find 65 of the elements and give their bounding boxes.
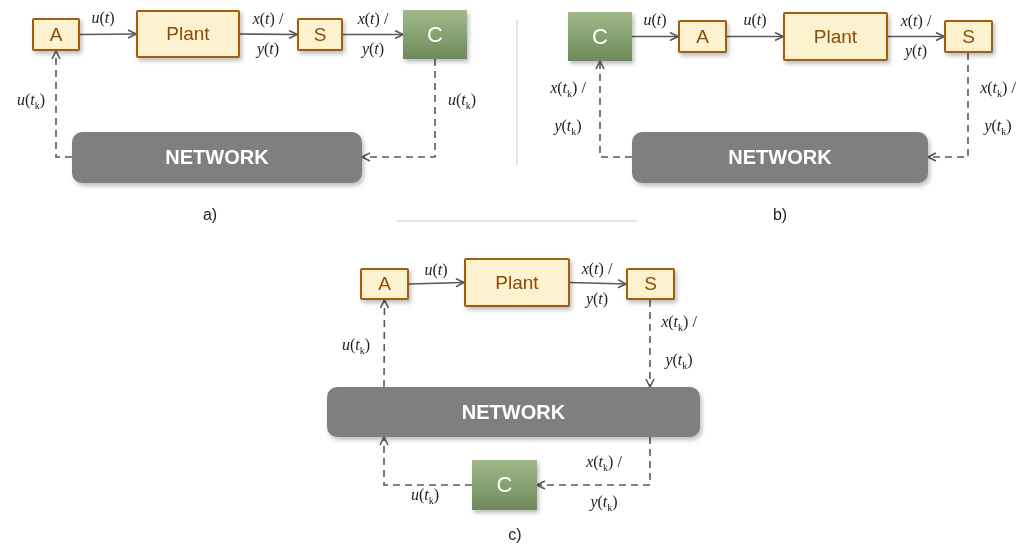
arrow bbox=[569, 279, 627, 289]
block-label: A bbox=[49, 23, 63, 46]
edge-label: u(t$_{k}$) bbox=[409, 484, 441, 509]
block-label: C bbox=[592, 23, 608, 50]
block-box bbox=[678, 20, 727, 53]
edge-label: u(t$_{k}$) bbox=[446, 89, 478, 114]
edge-label: x(t) / y(t) bbox=[580, 259, 614, 310]
block-box bbox=[360, 268, 409, 300]
block-box bbox=[297, 18, 343, 51]
block-box bbox=[136, 10, 240, 58]
block-label: S bbox=[644, 273, 657, 295]
block-label: Plant bbox=[495, 271, 539, 294]
block-box bbox=[464, 258, 570, 307]
edge-label: x(t$_{k}$) / y(t$_{k}$) bbox=[660, 311, 698, 374]
block-label: C bbox=[427, 21, 443, 48]
block-box bbox=[568, 12, 632, 61]
panel-label: c) bbox=[508, 526, 522, 544]
block-label: S bbox=[313, 23, 327, 46]
block-label: Plant bbox=[813, 25, 858, 48]
block-box bbox=[32, 18, 80, 51]
arrow bbox=[239, 29, 298, 40]
block-label: S bbox=[962, 25, 975, 48]
panel-label: b) bbox=[772, 206, 788, 224]
network-box bbox=[327, 387, 700, 437]
block-label: A bbox=[378, 273, 391, 295]
arrow bbox=[927, 52, 969, 162]
block-label: NETWORK bbox=[728, 146, 832, 169]
network-box bbox=[72, 132, 362, 183]
block-box bbox=[472, 460, 537, 510]
arrow bbox=[408, 277, 465, 288]
edge-label: u(t) bbox=[90, 8, 116, 28]
edge-label: x(t$_{k}$) / y(t$_{k}$) bbox=[549, 77, 587, 140]
block-label: NETWORK bbox=[165, 146, 269, 169]
arrow bbox=[379, 299, 390, 388]
arrow bbox=[536, 436, 651, 490]
edge-label: u(t$_{k}$) bbox=[15, 89, 47, 114]
block-box bbox=[944, 20, 993, 53]
block-label: NETWORK bbox=[461, 400, 566, 424]
block-box bbox=[783, 12, 888, 61]
block-label: Plant bbox=[166, 23, 210, 45]
arrow bbox=[361, 58, 436, 162]
arrow bbox=[342, 29, 404, 40]
edge-label: x(t$_{k}$) / y(t$_{k}$) bbox=[585, 451, 623, 516]
block-box bbox=[403, 10, 467, 59]
edge-label: x(t) / y(t) bbox=[251, 9, 285, 60]
edge-label: x(t) / y(t) bbox=[356, 9, 390, 60]
edge-label: u(t) bbox=[742, 10, 768, 30]
arrow bbox=[379, 436, 473, 486]
arrow bbox=[79, 29, 137, 39]
block-label: A bbox=[696, 25, 709, 48]
edge-label: x(t) / y(t) bbox=[899, 11, 933, 62]
arrow bbox=[595, 60, 633, 158]
block-label: C bbox=[496, 472, 513, 498]
block-box bbox=[626, 268, 675, 300]
edge-label: u(t$_{k}$) bbox=[340, 334, 372, 359]
arrow bbox=[726, 31, 784, 42]
panel-label: a) bbox=[202, 206, 218, 224]
network-box bbox=[632, 132, 928, 183]
arrow bbox=[645, 299, 655, 388]
edge-label: u(t) bbox=[642, 10, 668, 30]
arrow bbox=[887, 31, 945, 42]
edge-label: u(t) bbox=[423, 260, 449, 280]
edge-label: x(t$_{k}$) / y(t$_{k}$) bbox=[979, 77, 1017, 140]
arrow bbox=[631, 31, 679, 42]
arrow bbox=[51, 50, 73, 158]
